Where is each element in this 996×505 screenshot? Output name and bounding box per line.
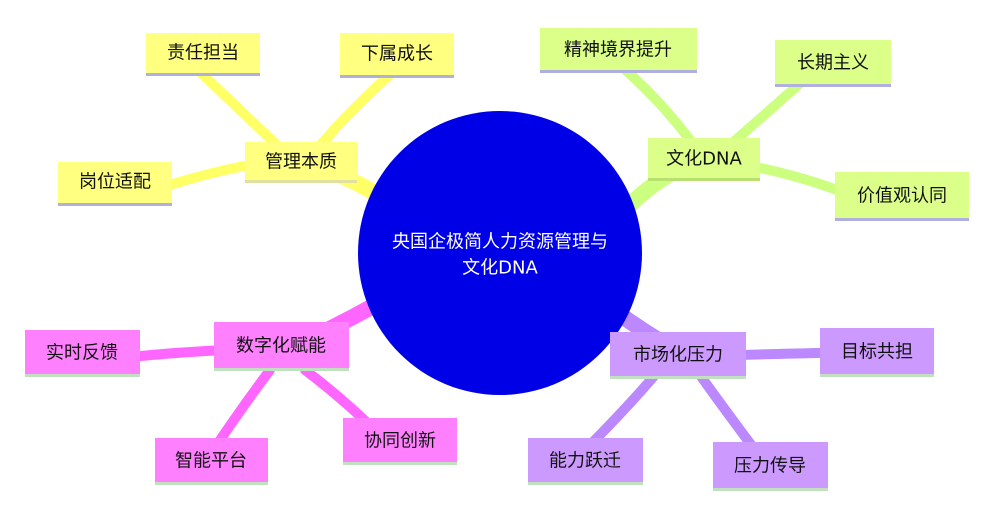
leaf-target-box bbox=[820, 328, 934, 376]
central-topic[interactable]: 央国企极简人力资源管理与 文化DNA bbox=[358, 111, 642, 395]
leaf-target-underline bbox=[820, 374, 934, 377]
leaf-capability-underline bbox=[528, 482, 643, 485]
leaf-spirit[interactable]: 精神境界提升 bbox=[540, 28, 697, 73]
leaf-capability-label: 能力跃迁 bbox=[549, 451, 621, 472]
leaf-values-box bbox=[835, 172, 969, 220]
branch-market-box bbox=[610, 332, 746, 378]
leaf-longterm[interactable]: 长期主义 bbox=[775, 40, 891, 87]
branch-market[interactable]: 市场化压力 bbox=[610, 332, 746, 379]
leaf-values-underline bbox=[835, 218, 969, 221]
leaf-fit-label: 岗位适配 bbox=[79, 172, 151, 193]
connector-culture-values bbox=[740, 160, 855, 200]
leaf-innovation-underline bbox=[343, 462, 457, 465]
leaf-longterm-box bbox=[775, 40, 891, 86]
leaf-longterm-label: 长期主义 bbox=[797, 53, 869, 74]
leaf-pressure[interactable]: 压力传导 bbox=[713, 442, 828, 491]
branch-digital[interactable]: 数字化赋能 bbox=[214, 322, 349, 371]
leaf-pressure-label: 压力传导 bbox=[734, 456, 806, 477]
leaf-innovation[interactable]: 协同创新 bbox=[343, 418, 457, 465]
leaf-platform-underline bbox=[155, 482, 268, 485]
leaf-responsibility-underline bbox=[146, 73, 260, 76]
branch-management[interactable]: 管理本质 bbox=[245, 142, 357, 183]
leaf-pressure-box bbox=[713, 442, 828, 490]
branch-management-label: 管理本质 bbox=[265, 152, 337, 173]
leaf-growth-label: 下属成长 bbox=[361, 44, 433, 65]
branch-digital-label: 数字化赋能 bbox=[236, 336, 326, 357]
leaf-feedback-underline bbox=[25, 374, 140, 377]
leaf-capability[interactable]: 能力跃迁 bbox=[528, 438, 643, 485]
connector-market-pressure bbox=[695, 370, 760, 455]
leaf-feedback-box bbox=[25, 330, 140, 376]
leaf-fit-box bbox=[58, 162, 172, 204]
leaf-target[interactable]: 目标共担 bbox=[820, 328, 934, 377]
branch-culture[interactable]: 文化DNA bbox=[648, 138, 760, 181]
branch-management-underline bbox=[245, 180, 357, 183]
branch-market-underline bbox=[610, 376, 746, 379]
leaf-values-label: 价值观认同 bbox=[857, 186, 947, 207]
leaf-spirit-box bbox=[540, 28, 697, 72]
leaf-growth[interactable]: 下属成长 bbox=[340, 33, 454, 78]
leaf-responsibility-box bbox=[146, 33, 260, 75]
connector-management-fit bbox=[155, 160, 255, 193]
connector-culture-spirit bbox=[615, 60, 695, 145]
central-topic-circle bbox=[358, 111, 642, 395]
leaf-target-label: 目标共担 bbox=[841, 342, 913, 363]
central-topic-line1: 央国企极简人力资源管理与 bbox=[392, 232, 608, 253]
leaf-fit-underline bbox=[58, 203, 172, 206]
leaf-fit[interactable]: 岗位适配 bbox=[58, 162, 172, 206]
leaf-longterm-underline bbox=[775, 84, 891, 87]
leaf-spirit-label: 精神境界提升 bbox=[564, 40, 672, 61]
branch-digital-box bbox=[214, 322, 349, 370]
leaf-innovation-label: 协同创新 bbox=[364, 431, 436, 452]
leaf-spirit-underline bbox=[540, 70, 697, 73]
leaf-innovation-box bbox=[343, 418, 457, 464]
connector-management-growth bbox=[313, 65, 400, 153]
leaf-feedback[interactable]: 实时反馈 bbox=[25, 330, 140, 377]
leaf-platform[interactable]: 智能平台 bbox=[155, 438, 268, 485]
connector-management-responsibility bbox=[195, 67, 285, 153]
leaf-platform-label: 智能平台 bbox=[175, 451, 247, 472]
leaf-responsibility[interactable]: 责任担当 bbox=[146, 33, 260, 76]
leaf-pressure-underline bbox=[713, 488, 828, 491]
leaf-growth-underline bbox=[340, 75, 454, 78]
leaf-values[interactable]: 价值观认同 bbox=[835, 172, 969, 221]
branch-market-label: 市场化压力 bbox=[633, 345, 723, 366]
leaf-feedback-label: 实时反馈 bbox=[46, 343, 118, 364]
central-topic-line2: 文化DNA bbox=[462, 258, 538, 279]
branch-culture-label: 文化DNA bbox=[666, 149, 742, 170]
branch-digital-underline bbox=[214, 368, 349, 371]
leaf-responsibility-label: 责任担当 bbox=[167, 43, 239, 64]
leaf-growth-box bbox=[340, 33, 454, 77]
branch-management-box bbox=[245, 142, 357, 182]
branch-culture-underline bbox=[648, 178, 760, 181]
connector-digital-feedback bbox=[125, 345, 230, 362]
leaf-platform-box bbox=[155, 438, 268, 484]
branch-culture-box bbox=[648, 138, 760, 180]
leaf-capability-box bbox=[528, 438, 643, 484]
